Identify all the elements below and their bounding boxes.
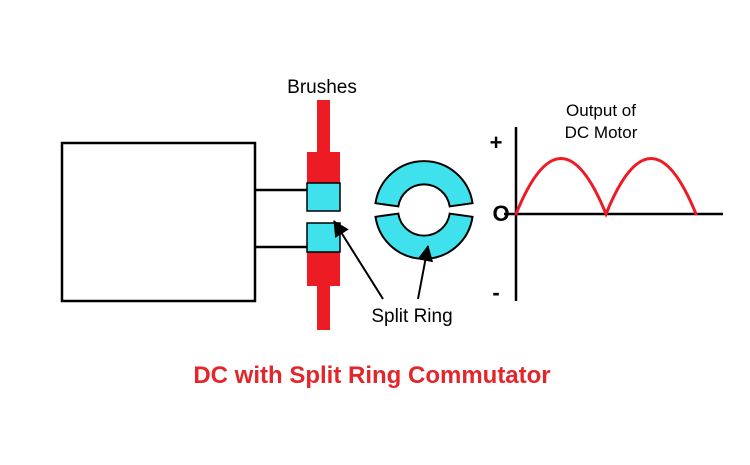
plus-label: +: [490, 130, 503, 155]
brush-bottom: [307, 252, 340, 286]
split-ring-arrow-right: [417, 245, 434, 300]
brush-top: [307, 152, 340, 183]
commutator-segment-bottom: [306, 222, 341, 253]
origin-label: O: [492, 201, 509, 226]
output-waveform: [514, 157, 698, 218]
split-ring-bottom-half: [374, 212, 474, 260]
brush-stem-top: [317, 100, 330, 153]
minus-label: -: [492, 280, 499, 305]
brush-stem-bottom: [317, 285, 330, 330]
split-ring-arrow-left: [333, 220, 384, 300]
split-ring-top-half: [374, 160, 474, 208]
output-label-line1: Output of: [566, 101, 636, 120]
brushes-label: Brushes: [287, 77, 357, 98]
diagram-title: DC with Split Ring Commutator: [193, 362, 550, 389]
commutator-segment-top: [306, 182, 341, 212]
split-ring-label: Split Ring: [371, 306, 452, 327]
coil-box: [60, 141, 257, 303]
output-label-line2: DC Motor: [565, 123, 638, 142]
